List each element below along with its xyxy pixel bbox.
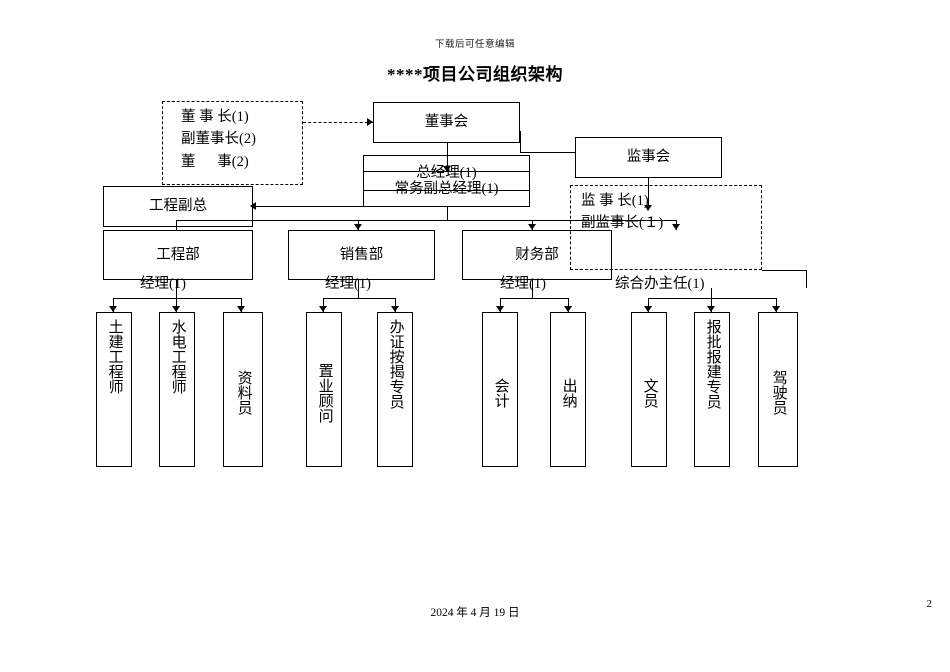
connector-supervisors-right-v [806,270,807,288]
arrow-gm-to-engvice [250,202,256,210]
node-supervisory-board[interactable]: 监事会 [575,137,722,178]
drop-staff-3 [241,298,242,312]
footer-date: 2024 年 4 月 19 日 [430,607,520,619]
drop-staff-10 [776,298,777,312]
node-engineering-vice[interactable]: 工程副总 [103,186,253,227]
arrow-staff-5 [391,306,399,312]
node-staff-8[interactable]: 文员 [631,312,667,467]
arrow-board-to-gm [443,166,451,172]
board-member-1: 董 事 长(1) [181,109,249,125]
label-manager-sales: 经理(1) [325,276,371,292]
node-board-committee-label: 董事会 [424,114,469,131]
node-staff-5-label: 办证按揭专员 [387,319,404,409]
node-dept-engineering-label: 工程部 [156,246,200,263]
node-general-manager-label: 总经理(1) [416,164,477,181]
node-supervisory-board-label: 监事会 [626,149,671,166]
connector-boardmembers-to-board [303,122,373,123]
page-number: 2 [926,598,933,610]
node-dept-finance-label: 财务部 [515,246,559,263]
node-supervisors[interactable]: 监 事 长(1) 副监事长(１) [570,185,762,270]
node-staff-7[interactable]: 出纳 [550,312,586,467]
connector-gm-to-engvice [253,206,363,207]
connector-engdept-down [176,280,177,298]
arrow-boardmembers-to-board [367,118,373,126]
arrow-dept-office [672,224,680,230]
arrow-staff-10 [772,306,780,312]
arrow-staff-8 [644,306,652,312]
connector-engvice-to-engdept [176,220,177,230]
drop-staff-6 [500,298,501,312]
staff-bus-engineering [113,298,241,299]
board-member-2: 副董事长(2) [181,131,256,148]
drop-staff-9 [711,298,712,312]
node-staff-7-label: 出纳 [560,377,577,408]
node-staff-10-label: 驾驶员 [770,370,787,415]
node-staff-9[interactable]: 报批报建专员 [694,312,730,467]
arrow-supervisory-down [644,205,652,211]
label-manager-finance: 经理(1) [500,276,546,292]
node-board-members[interactable]: 董 事 长(1) 副董事长(2) 董 事(2) [162,101,303,185]
connector-board-to-supervisory [520,152,575,153]
connector-board-to-supervisory-v [520,131,521,153]
node-staff-10[interactable]: 驾驶员 [758,312,798,467]
connector-board-to-gm [447,143,448,171]
connector-office-down [711,288,712,298]
arrow-staff-7 [564,306,572,312]
node-staff-4-label: 置业顾问 [316,362,333,423]
node-staff-3-label: 资料员 [235,370,252,415]
node-staff-2[interactable]: 水电工程师 [159,312,195,467]
arrow-staff-6 [496,306,504,312]
arrow-staff-3 [237,306,245,312]
connector-salesdept-down [358,280,359,298]
node-engineering-vice-label: 工程副总 [149,198,207,215]
node-staff-8-label: 文员 [641,377,658,408]
drop-staff-2 [176,298,177,312]
arrow-staff-9 [707,306,715,312]
node-dept-sales-label: 销售部 [339,246,384,263]
header-note: 下载后可任意编辑 [434,40,515,50]
node-staff-5[interactable]: 办证按揭专员 [377,312,413,467]
node-staff-6-label: 会计 [492,377,509,408]
connector-supervisory-down [648,178,649,210]
node-deputy-general-manager[interactable]: 常务副总经理(1) [363,171,530,207]
arrow-dept-fin [528,224,536,230]
node-deputy-general-manager-label: 常务副总经理(1) [394,180,499,197]
label-office-director: 综合办主任(1) [615,276,705,292]
drop-staff-4 [323,298,324,312]
connector-supervisors-right [762,270,806,271]
node-staff-1-label: 土建工程师 [106,319,123,394]
node-staff-9-label: 报批报建专员 [704,319,721,409]
node-dept-sales[interactable]: 销售部 [288,230,435,280]
page-title: ****项目公司组织架构 [387,65,563,84]
node-staff-6[interactable]: 会计 [482,312,518,467]
drop-staff-8 [648,298,649,312]
node-staff-3[interactable]: 资料员 [223,312,263,467]
board-member-3: 董 事(2) [181,153,249,170]
arrow-staff-4 [319,306,327,312]
node-dept-finance[interactable]: 财务部 [462,230,612,280]
connector-findept-down [532,280,533,298]
connector-dept-bus [176,220,676,221]
drop-staff-7 [568,298,569,312]
connector-dgm-down [447,206,448,220]
arrow-staff-2 [172,306,180,312]
staff-bus-finance [500,298,568,299]
drop-staff-5 [395,298,396,312]
supervisor-2: 副监事长(１) [581,215,664,232]
node-board-committee[interactable]: 董事会 [373,102,520,143]
node-staff-1[interactable]: 土建工程师 [96,312,132,467]
staff-bus-office [648,298,776,299]
supervisor-1: 监 事 长(1) [581,193,649,209]
staff-bus-sales [323,298,395,299]
node-staff-4[interactable]: 置业顾问 [306,312,342,467]
arrow-dept-sales [354,224,362,230]
node-dept-engineering[interactable]: 工程部 [103,230,253,280]
label-manager-engineering: 经理(1) [140,276,186,292]
drop-staff-1 [113,298,114,312]
arrow-staff-1 [109,306,117,312]
node-staff-2-label: 水电工程师 [169,319,186,394]
